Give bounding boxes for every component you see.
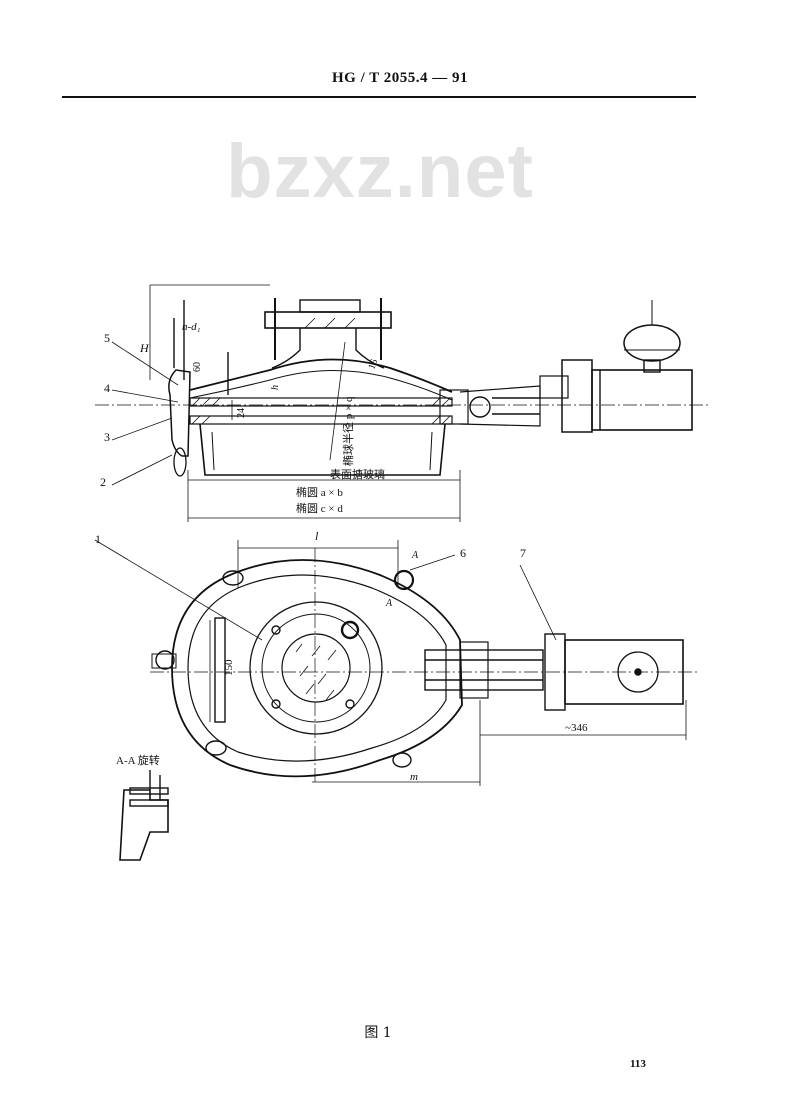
part-label-5: 5 — [104, 331, 110, 345]
dim-h: h — [270, 385, 281, 390]
dim-bolt-holes: n-d₁ — [182, 321, 201, 333]
dim-m: m — [410, 771, 418, 783]
header-rule — [62, 96, 696, 98]
page-number: 113 — [630, 1058, 646, 1070]
dim-H: H — [139, 341, 150, 355]
ellipse-cd-label: 椭圆 c × d — [296, 501, 343, 515]
glass-surface-label: 表面搪玻璃 — [330, 467, 385, 481]
part-label-1: 1 — [95, 532, 101, 546]
section-mark-top: A — [411, 550, 419, 561]
dim-l: l — [315, 529, 319, 543]
side-view-hatching — [191, 317, 451, 425]
section-a-a — [119, 770, 169, 861]
dim-16: 16 — [366, 358, 380, 371]
side-view — [95, 298, 710, 477]
part-label-7: 7 — [520, 546, 526, 560]
dim-24: 24 — [236, 408, 247, 418]
glass-hatching — [295, 643, 337, 701]
side-view-dimensions — [111, 284, 461, 522]
plan-view-dimensions — [94, 539, 687, 786]
part-label-4: 4 — [104, 381, 110, 395]
figure-caption: 图 1 — [364, 1025, 392, 1041]
standard-header: HG / T 2055.4 — 91 — [332, 70, 468, 86]
dim-60: 60 — [192, 362, 203, 372]
dim-346: ~346 — [565, 722, 588, 734]
part-label-6: 6 — [460, 546, 466, 560]
section-a-a-label: A-A 旋转 — [116, 753, 160, 767]
section-mark-bottom: A — [385, 598, 393, 609]
part-label-3: 3 — [104, 430, 110, 444]
ellipse-radius-label: 椭球半径 p × q — [341, 396, 355, 466]
dim-150: 150 — [223, 659, 235, 676]
ellipse-ab-label: 椭圆 a × b — [296, 485, 343, 499]
part-label-2: 2 — [100, 475, 106, 489]
watermark: bzxz.net — [226, 129, 534, 214]
drawing-labels: 5 4 3 2 1 6 7 H n-d₁ 60 24 h 16 椭球半径 p ×… — [95, 321, 588, 783]
